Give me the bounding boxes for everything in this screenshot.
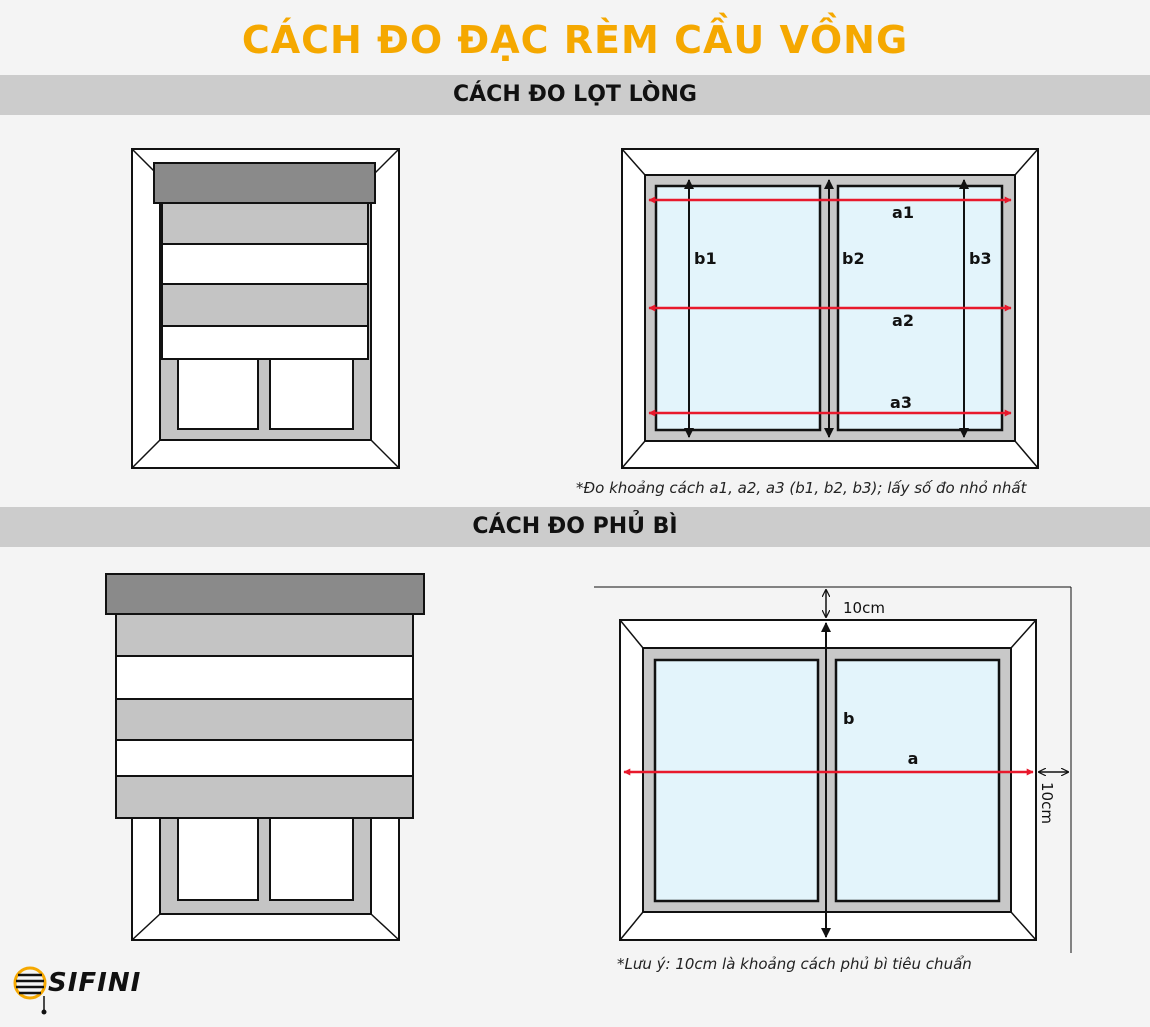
- label-a1: a1: [892, 203, 914, 222]
- outside-mount-blind-diagram: [105, 573, 425, 941]
- blind-slat-gray: [115, 698, 414, 741]
- blind-slat-white: [115, 739, 414, 777]
- blind-slat-white: [161, 243, 369, 285]
- logo-icon: [13, 966, 47, 1015]
- section-band-outside: CÁCH ĐO PHỦ BÌ: [0, 507, 1150, 547]
- blind-slat-white: [115, 655, 414, 700]
- blind-headrail: [105, 573, 425, 615]
- window-pane: [834, 658, 1001, 903]
- blind-headrail: [153, 162, 376, 204]
- note-outside-mount: *Lưu ý: 10cm là khoảng cách phủ bì tiêu …: [617, 955, 972, 973]
- window-pane: [653, 658, 820, 903]
- inside-mount-blind-diagram: [131, 148, 400, 469]
- section-band-inside: CÁCH ĐO LỌT LÒNG: [0, 75, 1150, 115]
- note-inside-mount: *Đo khoảng cách a1, a2, a3 (b1, b2, b3);…: [576, 479, 1027, 497]
- label-b1: b1: [694, 249, 717, 268]
- blind-slat-gray: [115, 775, 414, 819]
- outside-mount-measure-diagram: 10cm b a 10cm: [594, 586, 1072, 953]
- label-b3: b3: [969, 249, 992, 268]
- blind-slat-white: [161, 325, 369, 360]
- label-a3: a3: [890, 393, 912, 412]
- label-side-offset: 10cm: [1038, 782, 1056, 824]
- section-heading-inside: CÁCH ĐO LỌT LÒNG: [453, 82, 697, 107]
- inside-mount-measure-diagram: a1 a2 a3 b1 b2 b3: [621, 148, 1039, 469]
- label-b2: b2: [842, 249, 865, 268]
- label-a: a: [908, 749, 919, 768]
- label-top-offset: 10cm: [843, 599, 885, 617]
- brand-name: SIFINI: [48, 968, 142, 998]
- section-heading-outside: CÁCH ĐO PHỦ BÌ: [472, 514, 678, 539]
- page-title: CÁCH ĐO ĐẠC RÈM CẦU VỒNG: [241, 18, 909, 62]
- label-a2: a2: [892, 311, 914, 330]
- label-b: b: [843, 709, 854, 728]
- blind-slat-gray: [161, 283, 369, 327]
- blind-slat-gray: [115, 611, 414, 657]
- blind-slat-gray: [161, 199, 369, 245]
